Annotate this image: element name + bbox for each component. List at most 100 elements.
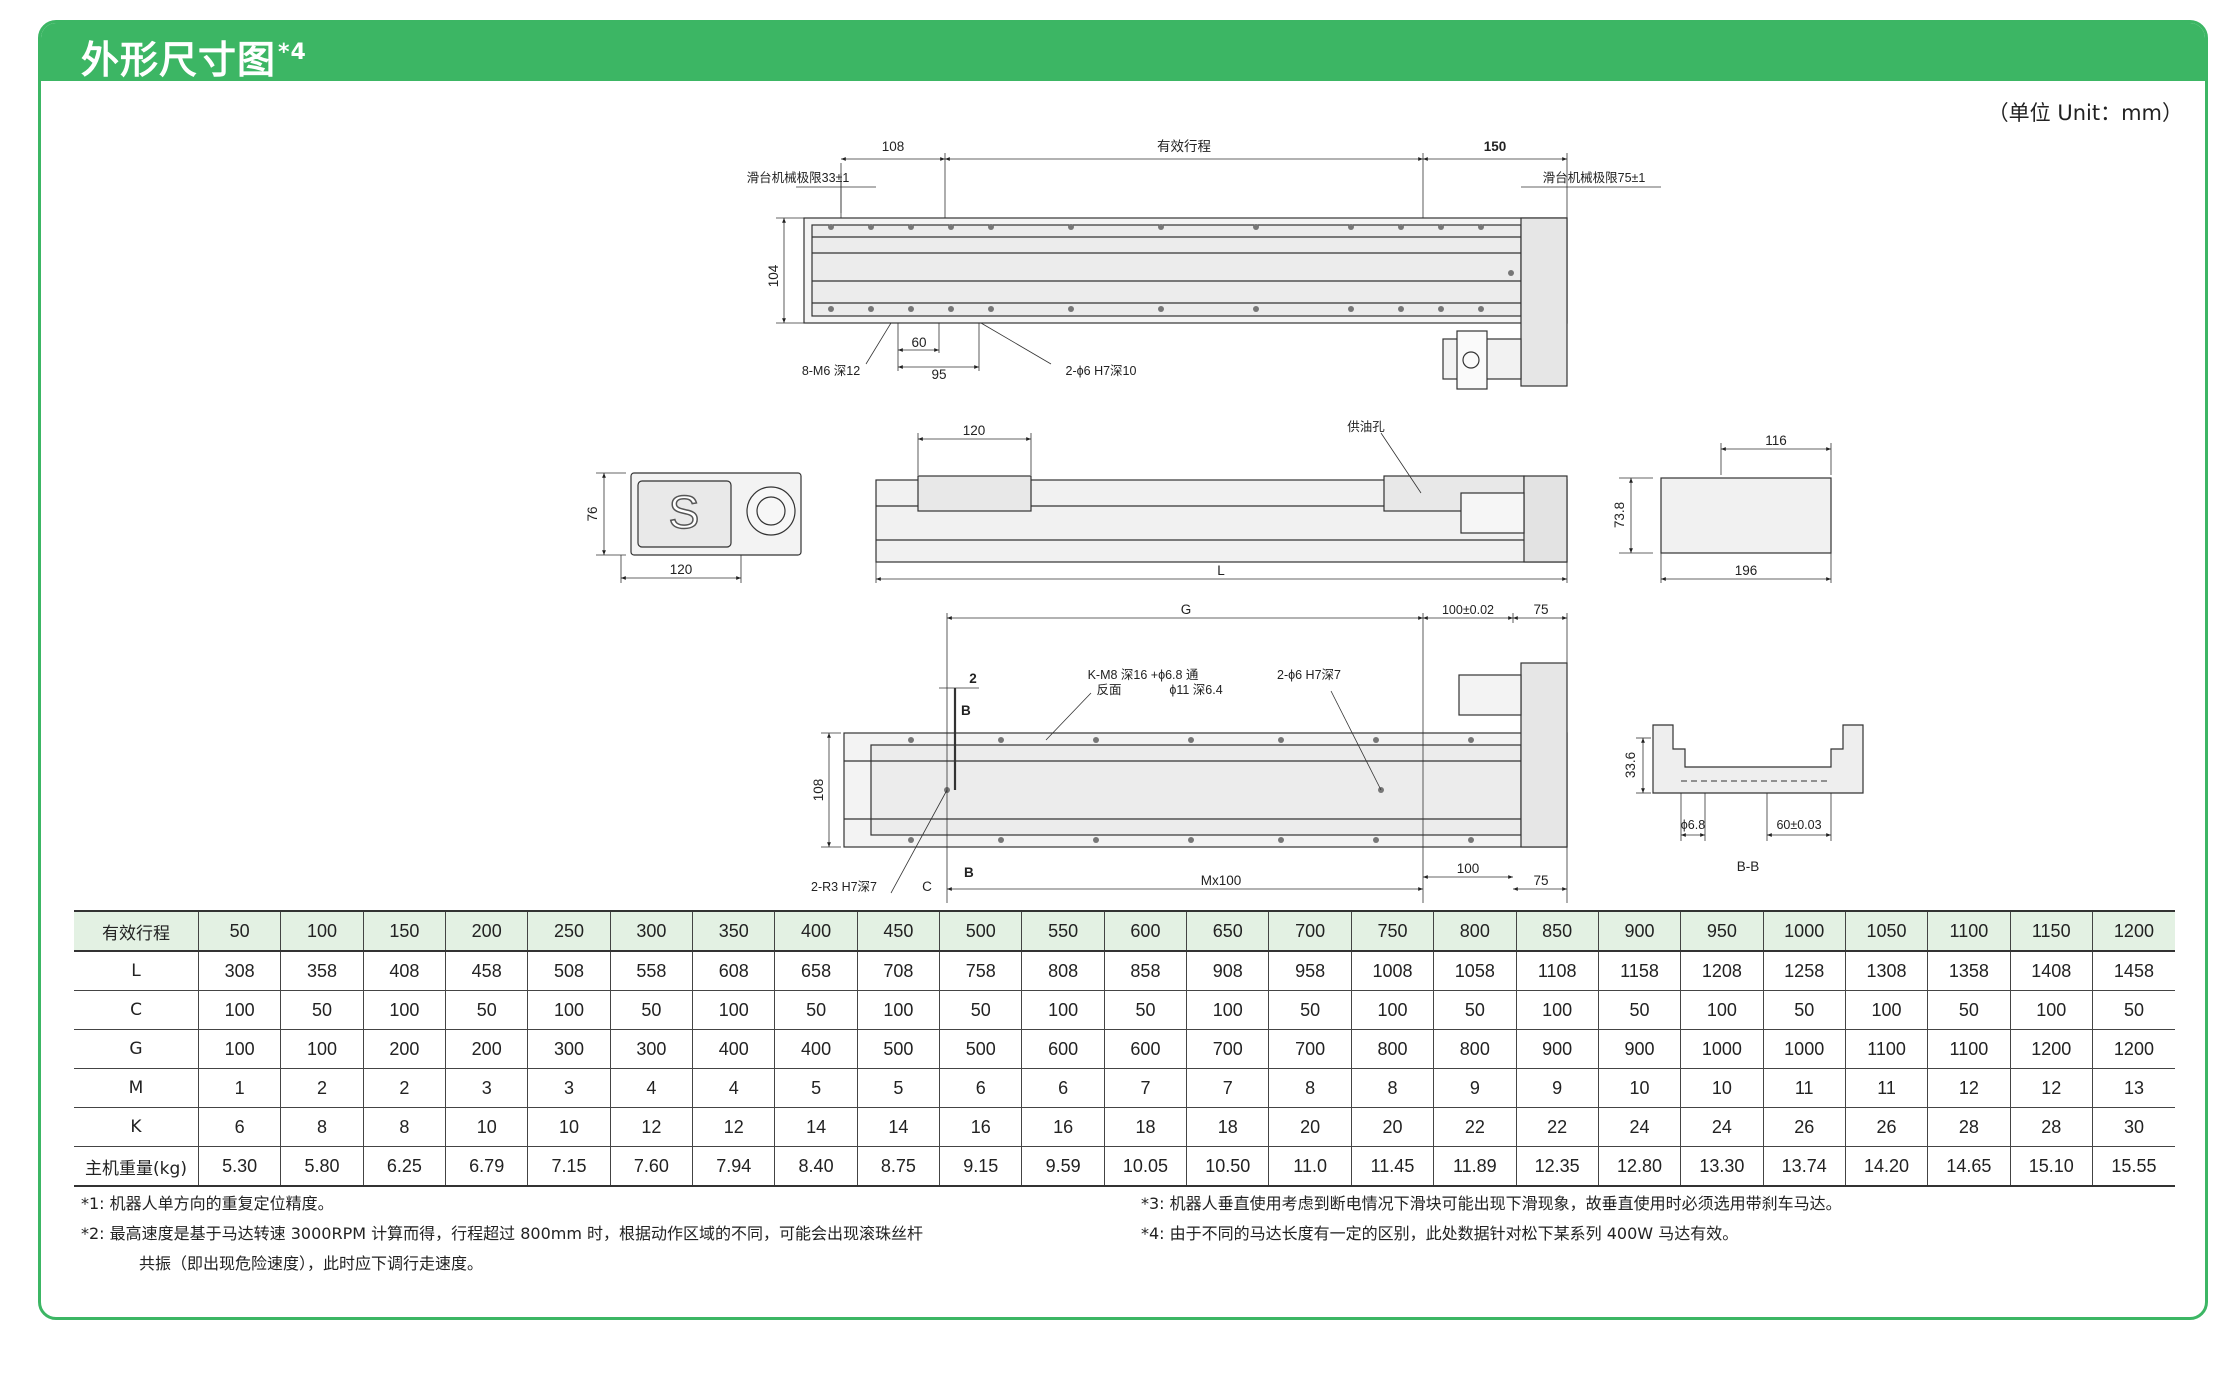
table-cell: 15.55 [2091,1146,2175,1187]
stroke-cell: 350 [692,910,776,952]
table-cell: 100 [362,990,447,1030]
note-3: *3: 机器人垂直使用考虑到断电情况下滑块可能出现下滑现象，故垂直使用时必须选用… [1141,1194,1842,1213]
table-cell: 7.94 [692,1146,776,1187]
table-cell: 14.20 [1844,1146,1929,1187]
table-cell: 11 [1844,1068,1929,1108]
spec-table: 有效行程 50 100 150 200 250 300 350 400 450 … [74,910,2175,1187]
content-frame: 外形尺寸图*4 （单位 Unit：mm） [38,20,2208,1320]
row-label: K [74,1107,199,1147]
table-cell: 14 [774,1107,858,1147]
table-cell: 608 [692,950,776,991]
stroke-cell: 50 [197,910,282,952]
table-cell: 7.15 [527,1146,611,1187]
stroke-cell: 800 [1433,910,1517,952]
dim-120-top: 120 [963,423,986,438]
table-cell: 358 [280,950,364,991]
table-cell: 6 [1021,1068,1105,1108]
table-cell: 3 [445,1068,529,1108]
dim-75-top: 75 [1533,602,1548,617]
table-cell: 708 [856,950,941,991]
dim-G: G [1181,602,1192,617]
table-cell: 50 [1103,990,1188,1030]
table-cell: 6 [939,1068,1023,1108]
stroke-cell: 1050 [1844,910,1929,952]
table-cell: 5.30 [197,1146,282,1187]
table-cell: 12 [692,1107,776,1147]
stroke-cell: 950 [1680,910,1764,952]
r3-holes-label: 2-R3 H7深7 [811,880,877,894]
table-cell: 28 [2009,1107,2093,1147]
table-cell: 1200 [2091,1029,2175,1069]
table-cell: 9 [1433,1068,1517,1108]
table-cell: 100 [856,990,941,1030]
table-cell: 308 [197,950,282,991]
table-cell: 26 [1762,1107,1846,1147]
table-cell: 50 [445,990,529,1030]
stroke-cell: 450 [856,910,941,952]
row-label: 主机重量(kg) [74,1146,199,1187]
table-cell: 8 [1268,1068,1352,1108]
table-cell: 800 [1433,1029,1517,1069]
note-1: *1: 机器人单方向的重复定位精度。 [81,1194,334,1213]
table-cell: 5 [856,1068,941,1108]
table-cell: 12 [1927,1068,2011,1108]
table-cell: 7.60 [609,1146,694,1187]
table-cell: 2 [280,1068,364,1108]
stroke-cell: 400 [774,910,858,952]
table-cell: 11.89 [1433,1146,1517,1187]
dim-75-bottom: 75 [1533,873,1548,888]
dim-104: 104 [766,264,781,287]
table-cell: 4 [609,1068,694,1108]
stroke-cell: 200 [445,910,529,952]
stroke-cell: 1200 [2091,910,2175,952]
table-cell: 50 [280,990,364,1030]
table-cell: 100 [527,990,611,1030]
pin-holes-label: 2-ϕ6 H7深7 [1277,668,1341,682]
note-2b: 共振（即出现危险速度），此时应下调行走速度。 [139,1254,484,1273]
table-cell: 8 [362,1107,447,1147]
table-cell: 808 [1021,950,1105,991]
table-cell: 900 [1597,1029,1682,1069]
section-header: 外形尺寸图*4 [41,23,2205,84]
table-cell: 1100 [1844,1029,1929,1069]
section-bb [1636,724,1864,841]
table-cell: 1208 [1680,950,1764,991]
table-cell: 900 [1515,1029,1599,1069]
row-label: M [74,1068,199,1108]
table-cell: 500 [856,1029,941,1069]
table-cell: 9.59 [1021,1146,1105,1187]
table-cell: 11.45 [1350,1146,1435,1187]
table-cell: 50 [609,990,694,1030]
table-cell: 458 [445,950,529,991]
stroke-cell: 300 [609,910,694,952]
table-cell: 11.0 [1268,1146,1352,1187]
table-cell: 1458 [2091,950,2175,991]
table-cell: 50 [1597,990,1682,1030]
dim-196: 196 [1735,563,1758,578]
dimension-drawing: 108 有效行程 150 滑台机械极限33±1 滑台机械极限75±1 104 6… [585,139,1864,903]
table-header-label: 有效行程 [74,910,199,952]
section-label-bb: B-B [1737,859,1760,874]
title-text: 外形尺寸图 [81,38,277,82]
table-cell: 6.79 [445,1146,529,1187]
dim-60-tol: 60±0.03 [1776,818,1821,832]
dim-33-6: 33.6 [1623,752,1638,778]
thread-spec-2b: ϕ11 深6.4 [1169,683,1222,697]
dim-100-tol: 100±0.02 [1442,603,1494,617]
table-cell: 800 [1350,1029,1435,1069]
table-cell: 10.05 [1103,1146,1188,1187]
stroke-cell: 1000 [1762,910,1846,952]
table-cell: 400 [774,1029,858,1069]
table-cell: 50 [774,990,858,1030]
table-cell: 1058 [1433,950,1517,991]
table-cell: 1100 [1927,1029,2011,1069]
table-cell: 8 [1350,1068,1435,1108]
table-cell: 12.80 [1597,1146,1682,1187]
table-cell: 100 [1186,990,1270,1030]
limit-right: 滑台机械极限75±1 [1543,170,1646,185]
table-cell: 8.40 [774,1146,858,1187]
page-title: 外形尺寸图*4 [81,29,307,84]
stroke-cell: 500 [939,910,1023,952]
table-cell: 1200 [2009,1029,2093,1069]
